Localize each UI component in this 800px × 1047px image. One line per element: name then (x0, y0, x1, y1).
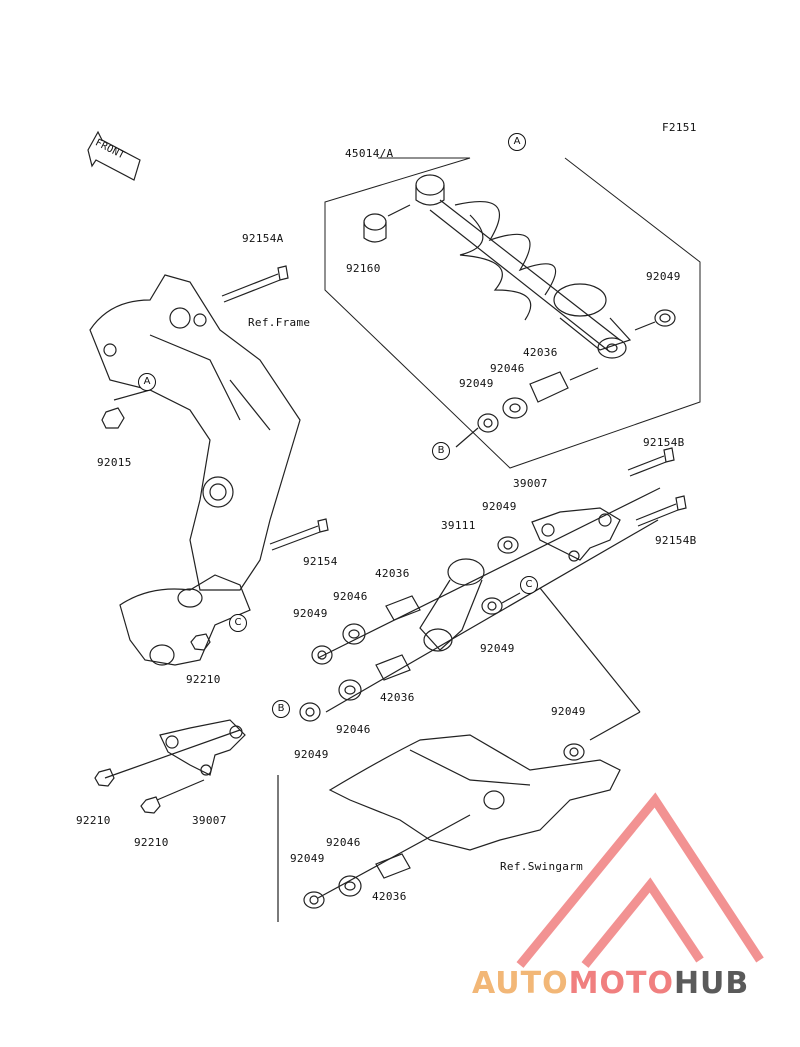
label-92046-bottom: 92046 (326, 836, 361, 849)
shock-absorber (415, 174, 632, 359)
label-92154b-bottom: 92154B (655, 534, 697, 547)
label-92210-a: 92210 (76, 814, 111, 827)
label-92160: 92160 (346, 262, 381, 275)
label-92046-low: 92046 (336, 723, 371, 736)
callout-b-low: B (272, 700, 290, 718)
label-92049-mid: 92049 (293, 607, 328, 620)
label-92015: 92015 (97, 456, 132, 469)
label-92154b-top: 92154B (643, 436, 685, 449)
label-92049-swing: 92049 (551, 705, 586, 718)
rocker-arm-39111 (419, 558, 485, 652)
callout-c-right: C (520, 576, 538, 594)
label-92154: 92154 (303, 555, 338, 568)
label-92049-bottom: 92049 (290, 852, 325, 865)
label-42036-low: 42036 (380, 691, 415, 704)
label-92046-shock: 92046 (490, 362, 525, 375)
frame-bracket (89, 274, 301, 591)
callout-a-frame: A (138, 373, 156, 391)
label-39111: 39111 (441, 519, 476, 532)
swingarm (328, 734, 621, 851)
label-39007-right: 39007 (513, 477, 548, 490)
label-92210-b: 92210 (134, 836, 169, 849)
callout-b-top: B (432, 442, 450, 460)
label-39007-left: 39007 (192, 814, 227, 827)
watermark-logo-icon (516, 792, 764, 968)
label-92049-shock: 92049 (646, 270, 681, 283)
seal-92049-a (654, 309, 676, 327)
callout-c-left: C (229, 614, 247, 632)
label-42036-bottom: 42036 (372, 890, 407, 903)
label-92049-low: 92049 (294, 748, 329, 761)
label-42036-mid: 42036 (375, 567, 410, 580)
label-45014: 45014/A (345, 147, 394, 160)
figure-code: F2151 (662, 121, 697, 134)
front-arrow-icon (87, 130, 141, 181)
watermark-text: AUTOMOTOHUB (472, 966, 750, 1001)
label-92049-mid-b: 92049 (480, 642, 515, 655)
label-92210-top: 92210 (186, 673, 221, 686)
tie-rod-39007-b (159, 719, 246, 776)
label-92046-mid: 92046 (333, 590, 368, 603)
ref-swingarm: Ref.Swingarm (500, 860, 584, 873)
collar-92160 (363, 204, 411, 243)
label-92049-shock-b: 92049 (459, 377, 494, 390)
ref-frame: Ref.Frame (248, 316, 311, 329)
callout-a-top: A (508, 133, 526, 151)
label-92049-right: 92049 (482, 500, 517, 513)
label-42036-shock: 42036 (523, 346, 558, 359)
label-92154a: 92154A (242, 232, 284, 245)
tie-rod-39007-a (531, 507, 621, 562)
